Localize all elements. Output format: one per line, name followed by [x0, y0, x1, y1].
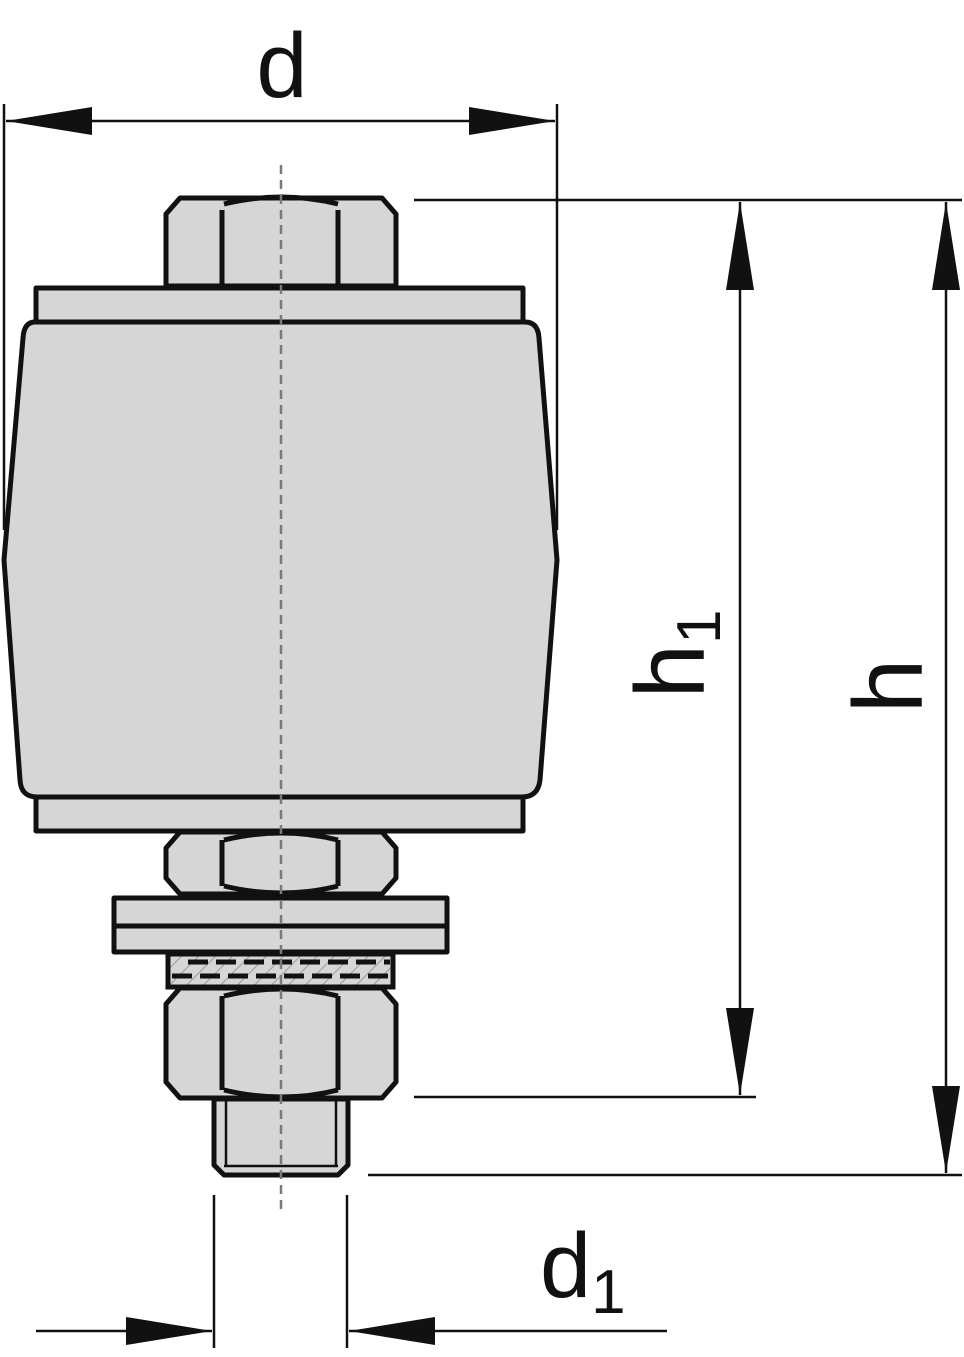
dimension-h: h [368, 202, 962, 1177]
dimension-h1: h1 [414, 198, 962, 1099]
d1-arrow-right [349, 1317, 435, 1345]
d1-arrow-left [126, 1317, 212, 1345]
dimension-d: d [2, 15, 559, 530]
dimension-d1: d1 [36, 1195, 667, 1348]
top-plate [33, 285, 526, 325]
d-label: d [256, 15, 307, 117]
d1-label: d1 [540, 1215, 626, 1327]
h-arrow-top [932, 202, 960, 290]
d-arrow-left [6, 107, 92, 135]
threaded-stud [211, 1096, 351, 1178]
h1-label: h1 [615, 610, 734, 699]
d-arrow-right [469, 107, 555, 135]
h-label: h [833, 659, 943, 714]
h-arrow-bottom [932, 1086, 960, 1173]
bottom-plate [33, 794, 526, 834]
h1-arrow-top [726, 202, 754, 290]
h1-arrow-bottom [726, 1008, 754, 1095]
leveling-mount [1, 165, 560, 1210]
